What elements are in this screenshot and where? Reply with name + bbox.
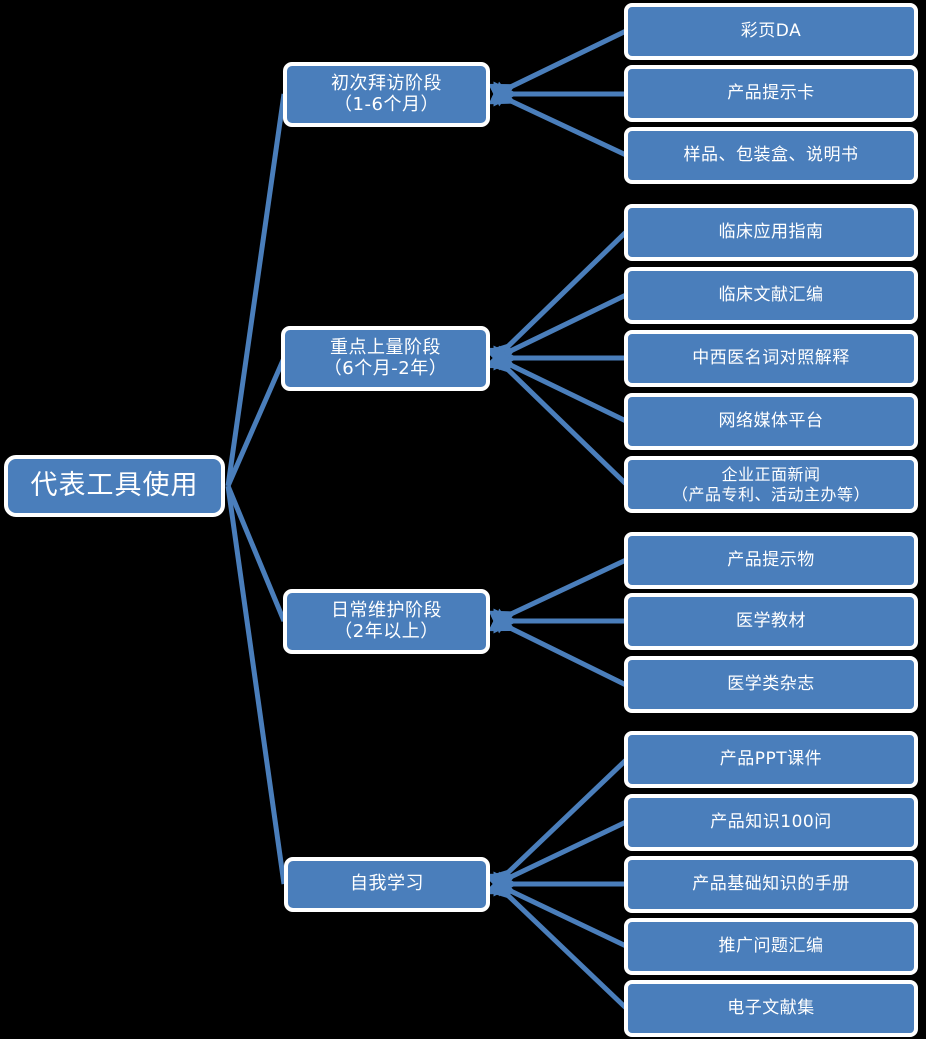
stage-node-first-visit[interactable]: 初次拜访阶段 （1-6个月）	[283, 62, 490, 127]
connector-root-to-first-visit	[225, 93, 287, 487]
root-node[interactable]: 代表工具使用	[4, 455, 225, 517]
leaf-node-first-visit-2[interactable]: 产品提示卡	[624, 65, 918, 122]
connector-key-growth-item-2	[488, 292, 628, 371]
stage-node-self-study-label: 自我学习	[350, 873, 424, 895]
connector-first-visit-item-3	[488, 81, 628, 158]
leaf-node-key-growth-4-label: 网络媒体平台	[718, 410, 824, 431]
leaf-node-key-growth-5-label: 企业正面新闻 （产品专利、活动主办等）	[671, 464, 870, 504]
leaf-node-self-study-1[interactable]: 产品PPT课件	[624, 731, 918, 788]
stage-node-daily-maintenance-label: 日常维护阶段 （2年以上）	[331, 599, 442, 642]
leaf-node-self-study-2-label: 产品知识100问	[710, 811, 832, 832]
root-node-label: 代表工具使用	[30, 470, 199, 502]
connector-self-study-item-4	[488, 871, 628, 949]
leaf-node-self-study-2[interactable]: 产品知识100问	[624, 794, 918, 851]
leaf-node-daily-maintenance-3[interactable]: 医学类杂志	[624, 656, 918, 713]
connector-key-growth-item-4	[488, 345, 628, 424]
connector-daily-maintenance-item-1	[488, 557, 628, 634]
leaf-node-first-visit-2-label: 产品提示卡	[727, 82, 815, 103]
stage-to-leaf-connectors	[485, 28, 628, 1010]
leaf-node-key-growth-2-label: 临床文献汇编	[718, 284, 824, 305]
leaf-node-daily-maintenance-1-label: 产品提示物	[727, 549, 815, 570]
leaf-node-key-growth-2[interactable]: 临床文献汇编	[624, 267, 918, 324]
leaf-node-daily-maintenance-3-label: 医学类杂志	[727, 673, 815, 694]
leaf-node-daily-maintenance-1[interactable]: 产品提示物	[624, 532, 918, 589]
connector-first-visit-item-1	[488, 28, 628, 107]
connector-root-to-daily-maintenance	[225, 485, 287, 622]
connector-root-to-key-growth	[225, 356, 287, 488]
leaf-node-self-study-4[interactable]: 推广问题汇编	[624, 918, 918, 975]
stage-node-key-growth-label: 重点上量阶段 （6个月-2年）	[323, 336, 448, 379]
leaf-node-daily-maintenance-2-label: 医学教材	[736, 610, 806, 631]
connector-self-study-item-2	[488, 819, 628, 897]
leaf-node-self-study-4-label: 推广问题汇编	[718, 935, 824, 956]
leaf-node-first-visit-1-label: 彩页DA	[740, 20, 802, 41]
stage-node-daily-maintenance[interactable]: 日常维护阶段 （2年以上）	[283, 589, 490, 654]
leaf-node-self-study-1-label: 产品PPT课件	[719, 748, 823, 769]
leaf-node-key-growth-4[interactable]: 网络媒体平台	[624, 393, 918, 450]
leaf-node-self-study-5-label: 电子文献集	[727, 997, 815, 1018]
leaf-node-self-study-3[interactable]: 产品基础知识的手册	[624, 856, 918, 913]
leaf-node-self-study-3-label: 产品基础知识的手册	[692, 873, 850, 894]
connector-self-study-item-1	[485, 758, 628, 895]
stage-node-first-visit-label: 初次拜访阶段 （1-6个月）	[331, 72, 442, 115]
leaf-node-first-visit-3-label: 样品、包装盒、说明书	[683, 144, 859, 165]
connector-root-to-self-study	[225, 485, 287, 885]
connector-key-growth-item-5	[485, 347, 628, 486]
leaf-node-key-growth-5[interactable]: 企业正面新闻 （产品专利、活动主办等）	[624, 456, 918, 513]
leaf-node-key-growth-3[interactable]: 中西医名词对照解释	[624, 330, 918, 387]
leaf-node-first-visit-1[interactable]: 彩页DA	[624, 3, 918, 60]
stage-node-key-growth[interactable]: 重点上量阶段 （6个月-2年）	[281, 326, 490, 391]
connector-daily-maintenance-item-3	[488, 608, 628, 688]
leaf-node-first-visit-3[interactable]: 样品、包装盒、说明书	[624, 127, 918, 184]
leaf-node-key-growth-1[interactable]: 临床应用指南	[624, 204, 918, 261]
leaf-node-daily-maintenance-2[interactable]: 医学教材	[624, 593, 918, 650]
leaf-node-key-growth-1-label: 临床应用指南	[718, 221, 824, 242]
connector-self-study-item-5	[485, 873, 628, 1010]
leaf-node-key-growth-3-label: 中西医名词对照解释	[692, 347, 850, 368]
connector-key-growth-item-1	[485, 230, 628, 369]
leaf-node-self-study-5[interactable]: 电子文献集	[624, 980, 918, 1037]
root-to-stage-connectors	[225, 93, 287, 885]
stage-node-self-study[interactable]: 自我学习	[284, 857, 490, 912]
